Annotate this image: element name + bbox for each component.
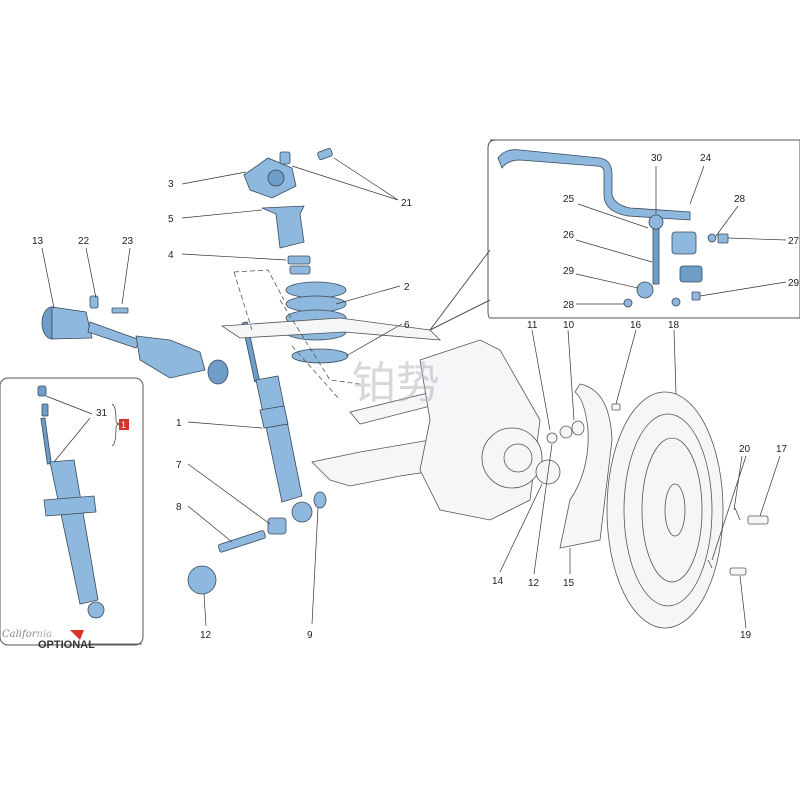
label-3: 3 (168, 179, 174, 190)
optional-label: OPTIONAL (38, 639, 95, 651)
label-24: 24 (700, 153, 712, 164)
lower-bolt (187, 530, 266, 595)
optional-shock-absorber (37, 385, 105, 619)
label-18: 18 (668, 320, 680, 331)
label-12-left: 12 (200, 630, 212, 641)
optional-inset-box (0, 377, 144, 646)
leader-lines (41, 157, 787, 645)
label-23: 23 (122, 236, 134, 247)
label-12-right: 12 (528, 578, 540, 589)
lower-control-arm (311, 389, 447, 487)
label-13: 13 (32, 236, 44, 247)
washers-11-10 (546, 420, 585, 444)
hub-carrier (419, 339, 543, 521)
label-21: 21 (401, 198, 413, 209)
svg-text:California: California (2, 629, 52, 640)
shock-absorber (241, 321, 327, 535)
label-10: 10 (563, 320, 575, 331)
california-logo: California (2, 629, 84, 640)
stabilizer-bar (497, 149, 691, 221)
stabilizer-inset-box (487, 139, 800, 319)
label-2: 2 (404, 282, 410, 293)
label-8: 8 (176, 502, 182, 513)
brake-dust-shield (559, 383, 621, 549)
label-5: 5 (168, 214, 174, 225)
label-25: 25 (563, 194, 575, 205)
bump-stop (287, 255, 311, 275)
label-11: 11 (527, 320, 538, 331)
label-7: 7 (176, 460, 182, 471)
label-30: 30 (651, 153, 663, 164)
label-22: 22 (78, 236, 90, 247)
drive-shaft (41, 295, 229, 385)
label-31: 31 (96, 408, 108, 419)
dust-boot (261, 205, 305, 249)
label-6: 6 (404, 320, 410, 331)
label-1: 1 (176, 418, 182, 429)
inset-pointer (429, 249, 491, 331)
stabilizer-link (636, 214, 664, 299)
label-28-bottom: 28 (563, 300, 575, 311)
label-20: 20 (739, 444, 751, 455)
label-16: 16 (630, 320, 642, 331)
upper-control-arm (220, 317, 442, 341)
label-15: 15 (563, 578, 575, 589)
label-17: 17 (776, 444, 788, 455)
optional-part-badge: 1 (119, 419, 129, 430)
label-14: 14 (492, 576, 504, 587)
label-29-right: 29 (788, 278, 800, 289)
label-27: 27 (788, 236, 800, 247)
label-4: 4 (168, 250, 174, 261)
badge-label-1: 1 (121, 420, 126, 430)
stabilizer-bushing (671, 231, 703, 283)
watermark-text: 铂势 (352, 358, 440, 409)
label-29-left: 29 (563, 266, 575, 277)
label-26: 26 (563, 230, 575, 241)
upper-strut-mount (243, 148, 333, 199)
assembly-guide-lines (233, 269, 361, 401)
part-number-labels: 3 5 4 21 2 6 13 22 23 1 7 8 12 9 11 10 1… (32, 153, 800, 641)
disc-fasteners (707, 507, 769, 576)
label-19: 19 (740, 630, 752, 641)
brake-disc (606, 391, 724, 629)
label-28-top: 28 (734, 194, 746, 205)
label-9: 9 (307, 630, 313, 641)
small-fasteners-inset (623, 233, 729, 308)
